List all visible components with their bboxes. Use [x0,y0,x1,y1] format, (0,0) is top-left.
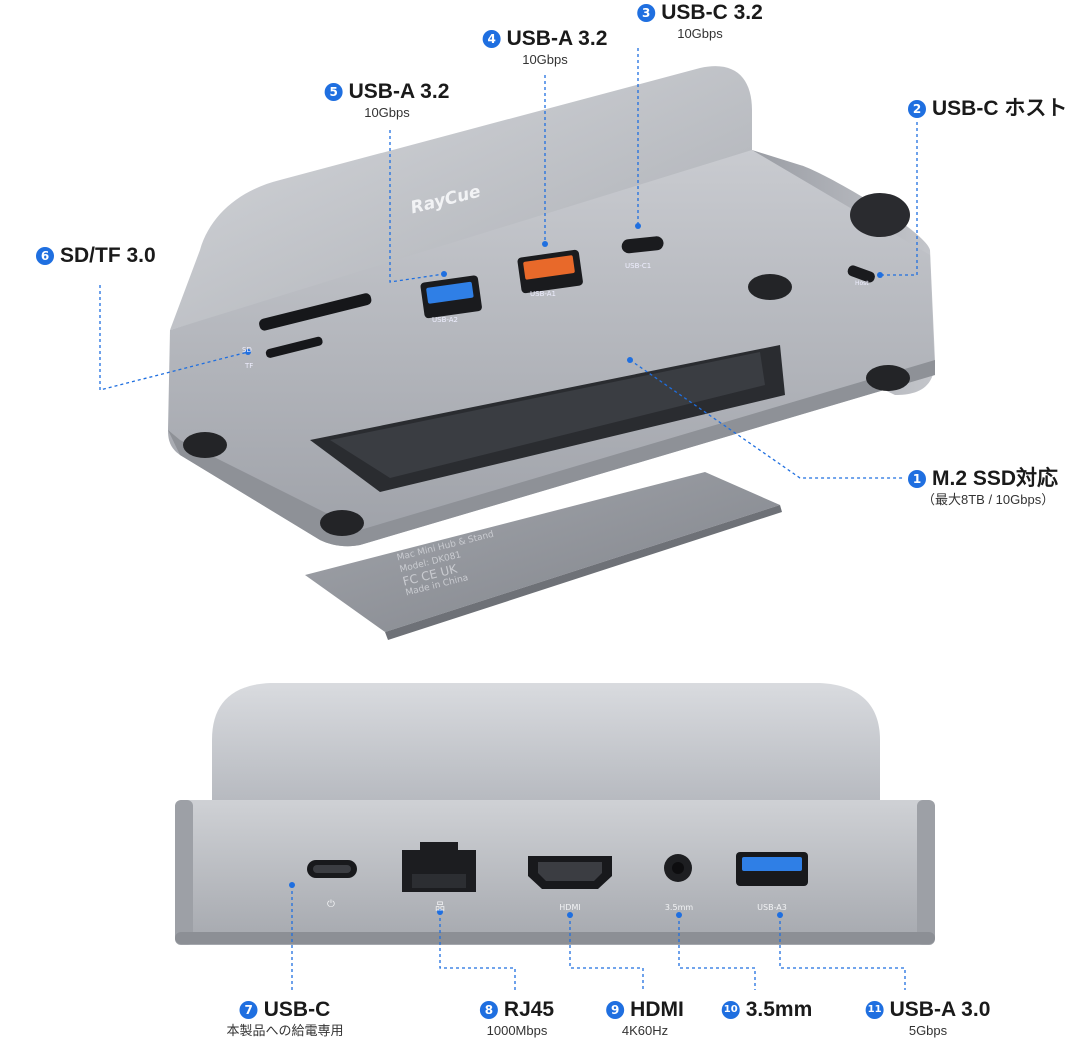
port-label-host: Host [855,280,869,287]
callout-title: USB-A 3.2 [506,27,608,50]
callout-number: 8 [479,1001,498,1019]
callout-title: SD/TF 3.0 [60,244,156,267]
callout-sub: （最大8TB / 10Gbps） [922,492,1055,507]
callout-number: 11 [865,1001,884,1019]
callout-title: HDMI [630,998,684,1021]
port-label-usb-a2: USB-A2 [432,316,458,324]
callout-title: RJ45 [503,998,555,1021]
callout-number: 2 [908,100,926,118]
hub-device-back [175,683,935,945]
callout-title: USB-C ホスト [932,97,1068,120]
callout-title: USB-A 3.2 [348,80,450,103]
callout-1-m2-ssd: 1 M.2 SSD対応 （最大8TB / 10Gbps） [908,467,1058,509]
port-label-sd: SD [242,346,252,354]
callout-11-usb-a: 11 USB-A 3.0 5Gbps [865,998,991,1040]
callout-number: 1 [908,470,926,488]
callout-4-usb-a: 4 USB-A 3.2 10Gbps [482,27,608,69]
port-label-3-5mm: 3.5mm [664,903,694,912]
callout-number: 7 [239,1001,258,1019]
callout-title: USB-C [263,998,331,1021]
power-plug-icon: ⏻ [327,899,335,910]
port-label-usb-a1: USB-A1 [530,290,556,298]
leader-lines [99,48,918,990]
callout-sub: 本製品への給電専用 [226,1023,344,1038]
hub-device-top [168,66,935,547]
port-label-hdmi: HDMI [559,903,581,912]
callout-6-sd-tf: 6 SD/TF 3.0 [36,244,156,268]
callout-5-usb-a: 5 USB-A 3.2 10Gbps [324,80,450,122]
callout-number: 4 [482,30,501,48]
network-icon: 品 [435,902,445,913]
callout-number: 6 [36,247,54,265]
callout-8-rj45: 8 RJ45 1000Mbps [479,998,555,1040]
callout-number: 5 [324,83,343,101]
leader-endpoints [245,223,883,918]
callout-number: 3 [637,4,656,22]
callout-number: 9 [606,1001,625,1019]
callout-sub: 1000Mbps [486,1023,548,1038]
port-label-tf: TF [245,362,254,370]
callout-sub: 10Gbps [364,105,410,120]
callout-2-usb-c-host: 2 USB-C ホスト [908,97,1067,121]
callout-10-3-5mm: 10 3.5mm [721,998,813,1022]
ssd-cover-plate [305,472,782,640]
port-label-usb-a3: USB-A3 [757,903,787,912]
callout-7-usb-c: 7 USB-C 本製品への給電専用 [226,998,343,1040]
callout-sub: 5Gbps [908,1023,948,1038]
port-label-usb-c1: USB-C1 [625,262,652,270]
callout-title: M.2 SSD対応 [932,467,1059,490]
callout-sub: 4K60Hz [621,1023,669,1038]
callout-number: 10 [721,1001,740,1019]
callout-sub: 10Gbps [677,26,723,41]
callout-title: USB-A 3.0 [889,998,991,1021]
callout-title: USB-C 3.2 [661,1,763,24]
callout-sub: 10Gbps [522,52,568,67]
callout-3-usb-c: 3 USB-C 3.2 10Gbps [637,1,763,43]
callout-9-hdmi: 9 HDMI 4K60Hz [606,998,684,1040]
callout-title: 3.5mm [745,998,813,1021]
